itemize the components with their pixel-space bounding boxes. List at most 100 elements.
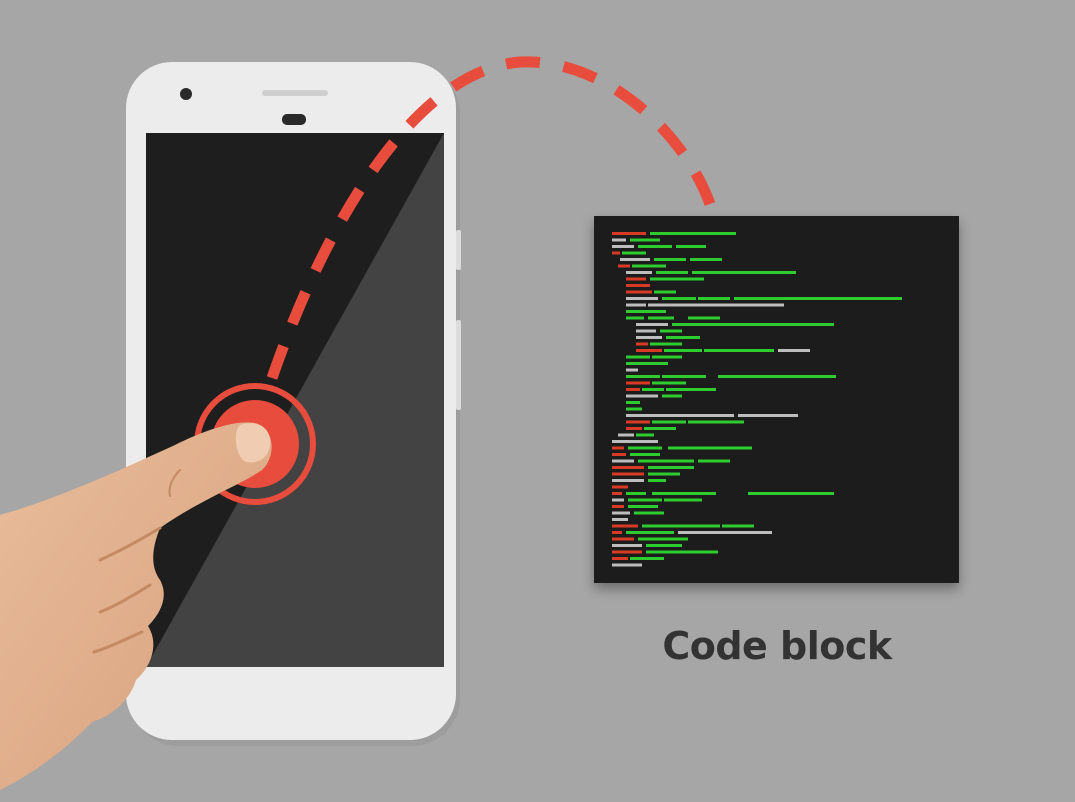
code-line-segment — [612, 479, 644, 482]
code-line-segment — [650, 232, 736, 235]
code-line-segment — [626, 531, 674, 534]
code-line-segment — [636, 329, 656, 333]
code-line-segment — [612, 492, 622, 495]
code-line-segment — [630, 238, 660, 242]
code-line-segment — [612, 511, 630, 515]
code-line-segment — [612, 485, 628, 489]
pointing-hand-icon — [0, 422, 272, 790]
code-line-segment — [612, 498, 624, 502]
code-line-segment — [612, 232, 646, 235]
code-line-segment — [652, 420, 686, 424]
code-line-segment — [626, 414, 734, 417]
code-line-segment — [662, 375, 706, 378]
code-line-segment — [652, 355, 682, 359]
code-line-segment — [638, 537, 688, 541]
code-line-segment — [734, 297, 902, 300]
code-line-segment — [648, 316, 674, 320]
code-line-segment — [654, 258, 686, 261]
code-line-segment — [626, 290, 652, 294]
code-line-segment — [612, 505, 624, 508]
code-line-segment — [692, 271, 796, 274]
code-block-icon[interactable] — [594, 216, 959, 583]
code-line-segment — [662, 297, 696, 300]
code-line-segment — [648, 303, 784, 307]
code-line-segment — [688, 420, 744, 424]
code-line-segment — [642, 524, 720, 528]
code-line-segment — [612, 440, 658, 443]
code-line-segment — [644, 427, 676, 430]
code-line-segment — [626, 310, 666, 313]
code-line-segment — [648, 479, 666, 482]
code-line-segment — [666, 336, 700, 339]
code-line-segment — [626, 271, 652, 274]
code-line-segment — [626, 381, 650, 385]
code-line-segment — [748, 492, 834, 495]
code-line-segment — [706, 323, 834, 326]
code-line-segment — [648, 472, 680, 476]
code-line-segment — [626, 316, 644, 320]
code-line-segment — [622, 251, 646, 255]
code-line-segment — [626, 427, 642, 430]
code-line-segment — [612, 453, 626, 456]
code-line-segment — [636, 342, 648, 346]
code-line-segment — [628, 498, 662, 502]
code-line-segment — [626, 277, 646, 281]
code-line-segment — [664, 349, 702, 352]
front-camera-icon — [180, 88, 192, 100]
code-line-segment — [626, 420, 650, 424]
code-line-segment — [626, 388, 640, 391]
code-line-segment — [638, 245, 672, 248]
code-line-segment — [688, 316, 720, 320]
code-line-segment — [628, 505, 658, 508]
sensor-icon — [282, 114, 306, 125]
code-line-segment — [626, 368, 638, 372]
code-line-segment — [626, 303, 646, 307]
code-line-segment — [612, 563, 642, 567]
code-line-segment — [646, 550, 718, 554]
code-line-segment — [738, 414, 798, 417]
code-line-segment — [626, 407, 642, 411]
code-line-segment — [612, 544, 642, 547]
code-line-segment — [698, 297, 730, 300]
code-line-segment — [626, 375, 660, 378]
code-line-segment — [642, 388, 664, 391]
code-line-segment — [676, 245, 706, 248]
code-line-segment — [636, 323, 668, 326]
code-line-segment — [612, 518, 628, 521]
code-line-segment — [612, 537, 634, 541]
code-line-segment — [626, 362, 668, 365]
code-line-segment — [612, 466, 644, 469]
code-line-segment — [664, 498, 702, 502]
code-line-segment — [660, 329, 682, 333]
code-line-segment — [636, 336, 662, 339]
code-line-segment — [630, 557, 664, 560]
code-line-segment — [626, 394, 658, 398]
code-line-segment — [620, 258, 650, 261]
code-line-segment — [612, 238, 626, 242]
code-line-segment — [646, 544, 682, 547]
earpiece-icon — [262, 90, 328, 96]
code-line-segment — [634, 511, 664, 515]
code-line-segment — [690, 258, 722, 261]
code-line-segment — [650, 277, 704, 281]
code-line-segment — [652, 381, 686, 385]
code-line-segment — [626, 284, 650, 287]
code-line-segment — [636, 349, 662, 352]
code-line-segment — [666, 388, 716, 391]
code-line-segment — [626, 401, 640, 404]
code-block-caption: Code block — [662, 624, 892, 668]
dashed-connector-arc — [266, 56, 718, 380]
code-line-segment — [636, 433, 654, 437]
code-line-segment — [628, 446, 662, 450]
code-line-segment — [618, 433, 634, 437]
code-line-segment — [654, 290, 676, 294]
code-line-segment — [612, 245, 634, 248]
code-line-segment — [718, 375, 836, 378]
code-line-segment — [612, 446, 624, 450]
code-line-segment — [630, 453, 660, 456]
code-line-segment — [612, 550, 642, 554]
code-lines — [612, 232, 902, 567]
code-line-segment — [626, 297, 658, 300]
code-line-segment — [638, 459, 694, 463]
